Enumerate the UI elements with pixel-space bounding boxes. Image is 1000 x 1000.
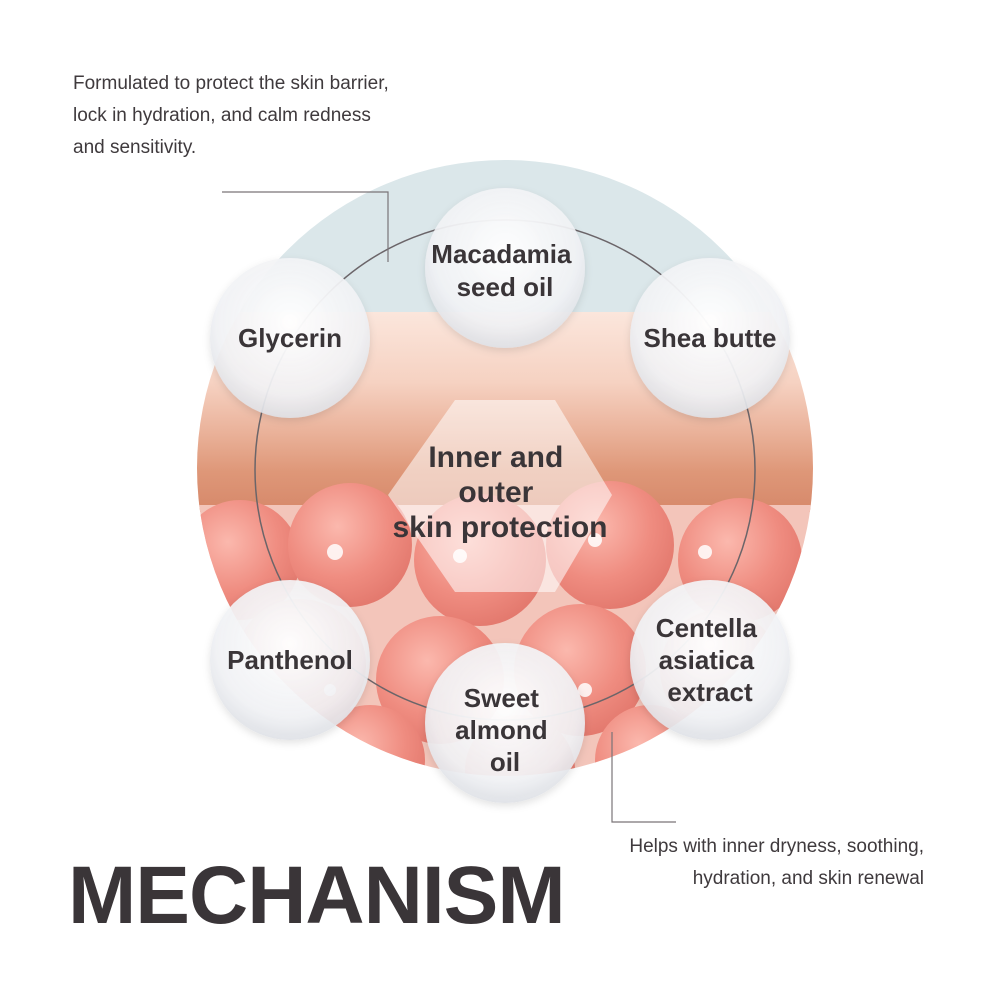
svg-text:Sweet almond oil: Sweet almond oil — [455, 683, 555, 777]
ingredient-label: Centella — [656, 613, 758, 643]
ingredient-node-centella: Centella asiatica extract — [630, 580, 790, 740]
page-title: MECHANISM — [68, 850, 566, 941]
ingredient-node-shea-butter: Shea butte — [630, 258, 790, 418]
ingredient-node-glycerin: Glycerin — [210, 258, 370, 418]
ingredient-label: asiatica — [659, 645, 755, 675]
ingredient-label: extract — [667, 677, 753, 707]
ingredient-label: Macadamia — [431, 239, 572, 269]
svg-text:Panthenol: Panthenol — [227, 645, 353, 675]
ingredient-label: Glycerin — [238, 323, 342, 353]
svg-text:Centella asiatica: Centella asiatica extract — [656, 613, 764, 707]
outro-description: Helps with inner dryness, soothing, hydr… — [629, 836, 924, 889]
center-label-line: outer — [458, 476, 533, 509]
svg-text:Shea butte: Shea butte — [644, 323, 777, 353]
ingredient-node-sweet-almond: Sweet almond oil — [425, 643, 585, 803]
center-hexagon — [388, 400, 612, 592]
ingredient-label: oil — [490, 747, 520, 777]
ingredient-node-macadamia: Macadamia seed oil — [425, 188, 585, 348]
center-label: Inner and outer skin protection — [392, 441, 607, 544]
intro-description: Formulated to protect the skin barrier, … — [73, 73, 389, 158]
ingredient-label: Sweet — [464, 683, 539, 713]
ingredient-label: seed oil — [457, 272, 554, 302]
ingredient-label: Panthenol — [227, 645, 353, 675]
svg-text:Glycerin: Glycerin — [238, 323, 342, 353]
ingredient-label: almond — [455, 715, 547, 745]
svg-text:Macadamia seed oil: Macadamia seed oil — [431, 239, 578, 302]
center-label-line: skin protection — [392, 511, 607, 544]
intro-connector-line — [222, 191, 389, 262]
outro-connector-line — [611, 732, 676, 823]
ingredient-node-panthenol: Panthenol — [210, 580, 370, 740]
ingredient-label: Shea butte — [644, 323, 777, 353]
center-label-line: Inner and — [428, 441, 563, 474]
